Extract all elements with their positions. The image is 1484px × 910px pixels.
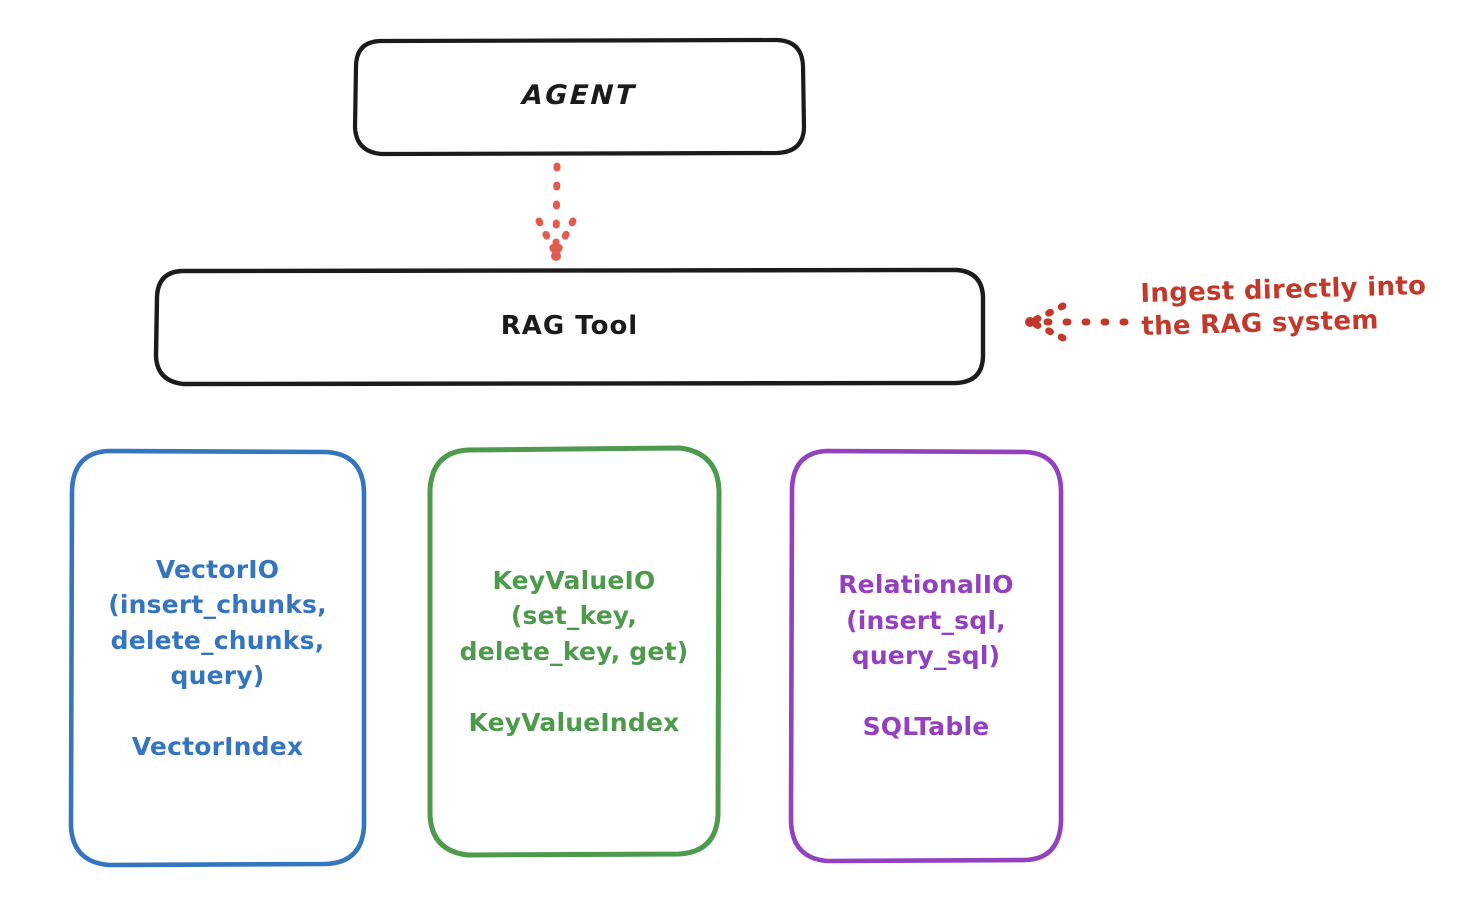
- edge-ingest-to-rag-tool: [1025, 302, 1129, 342]
- rag-tool-label: RAG Tool: [500, 311, 639, 342]
- annotation-ingest-text: Ingest directly into the RAG system: [1140, 271, 1427, 343]
- vector-io-label: VectorIO (insert_chunks, delete_chunks, …: [108, 554, 327, 762]
- node-key-value-io[interactable]: KeyValueIO (set_key, delete_key, get) Ke…: [426, 446, 722, 857]
- node-vector-io[interactable]: VectorIO (insert_chunks, delete_chunks, …: [68, 448, 367, 868]
- annotation-ingest: Ingest directly into the RAG system: [1140, 271, 1470, 345]
- node-relational-io[interactable]: RelationalIO (insert_sql, query_sql) SQL…: [788, 448, 1064, 864]
- edge-agent-to-rag-tool: [535, 162, 577, 261]
- node-agent[interactable]: AGENT: [353, 38, 805, 155]
- agent-label: AGENT: [520, 80, 638, 112]
- node-rag-tool[interactable]: RAG Tool: [154, 268, 985, 385]
- key-value-io-label: KeyValueIO (set_key, delete_key, get) Ke…: [459, 565, 689, 737]
- relational-io-label: RelationalIO (insert_sql, query_sql) SQL…: [838, 570, 1014, 742]
